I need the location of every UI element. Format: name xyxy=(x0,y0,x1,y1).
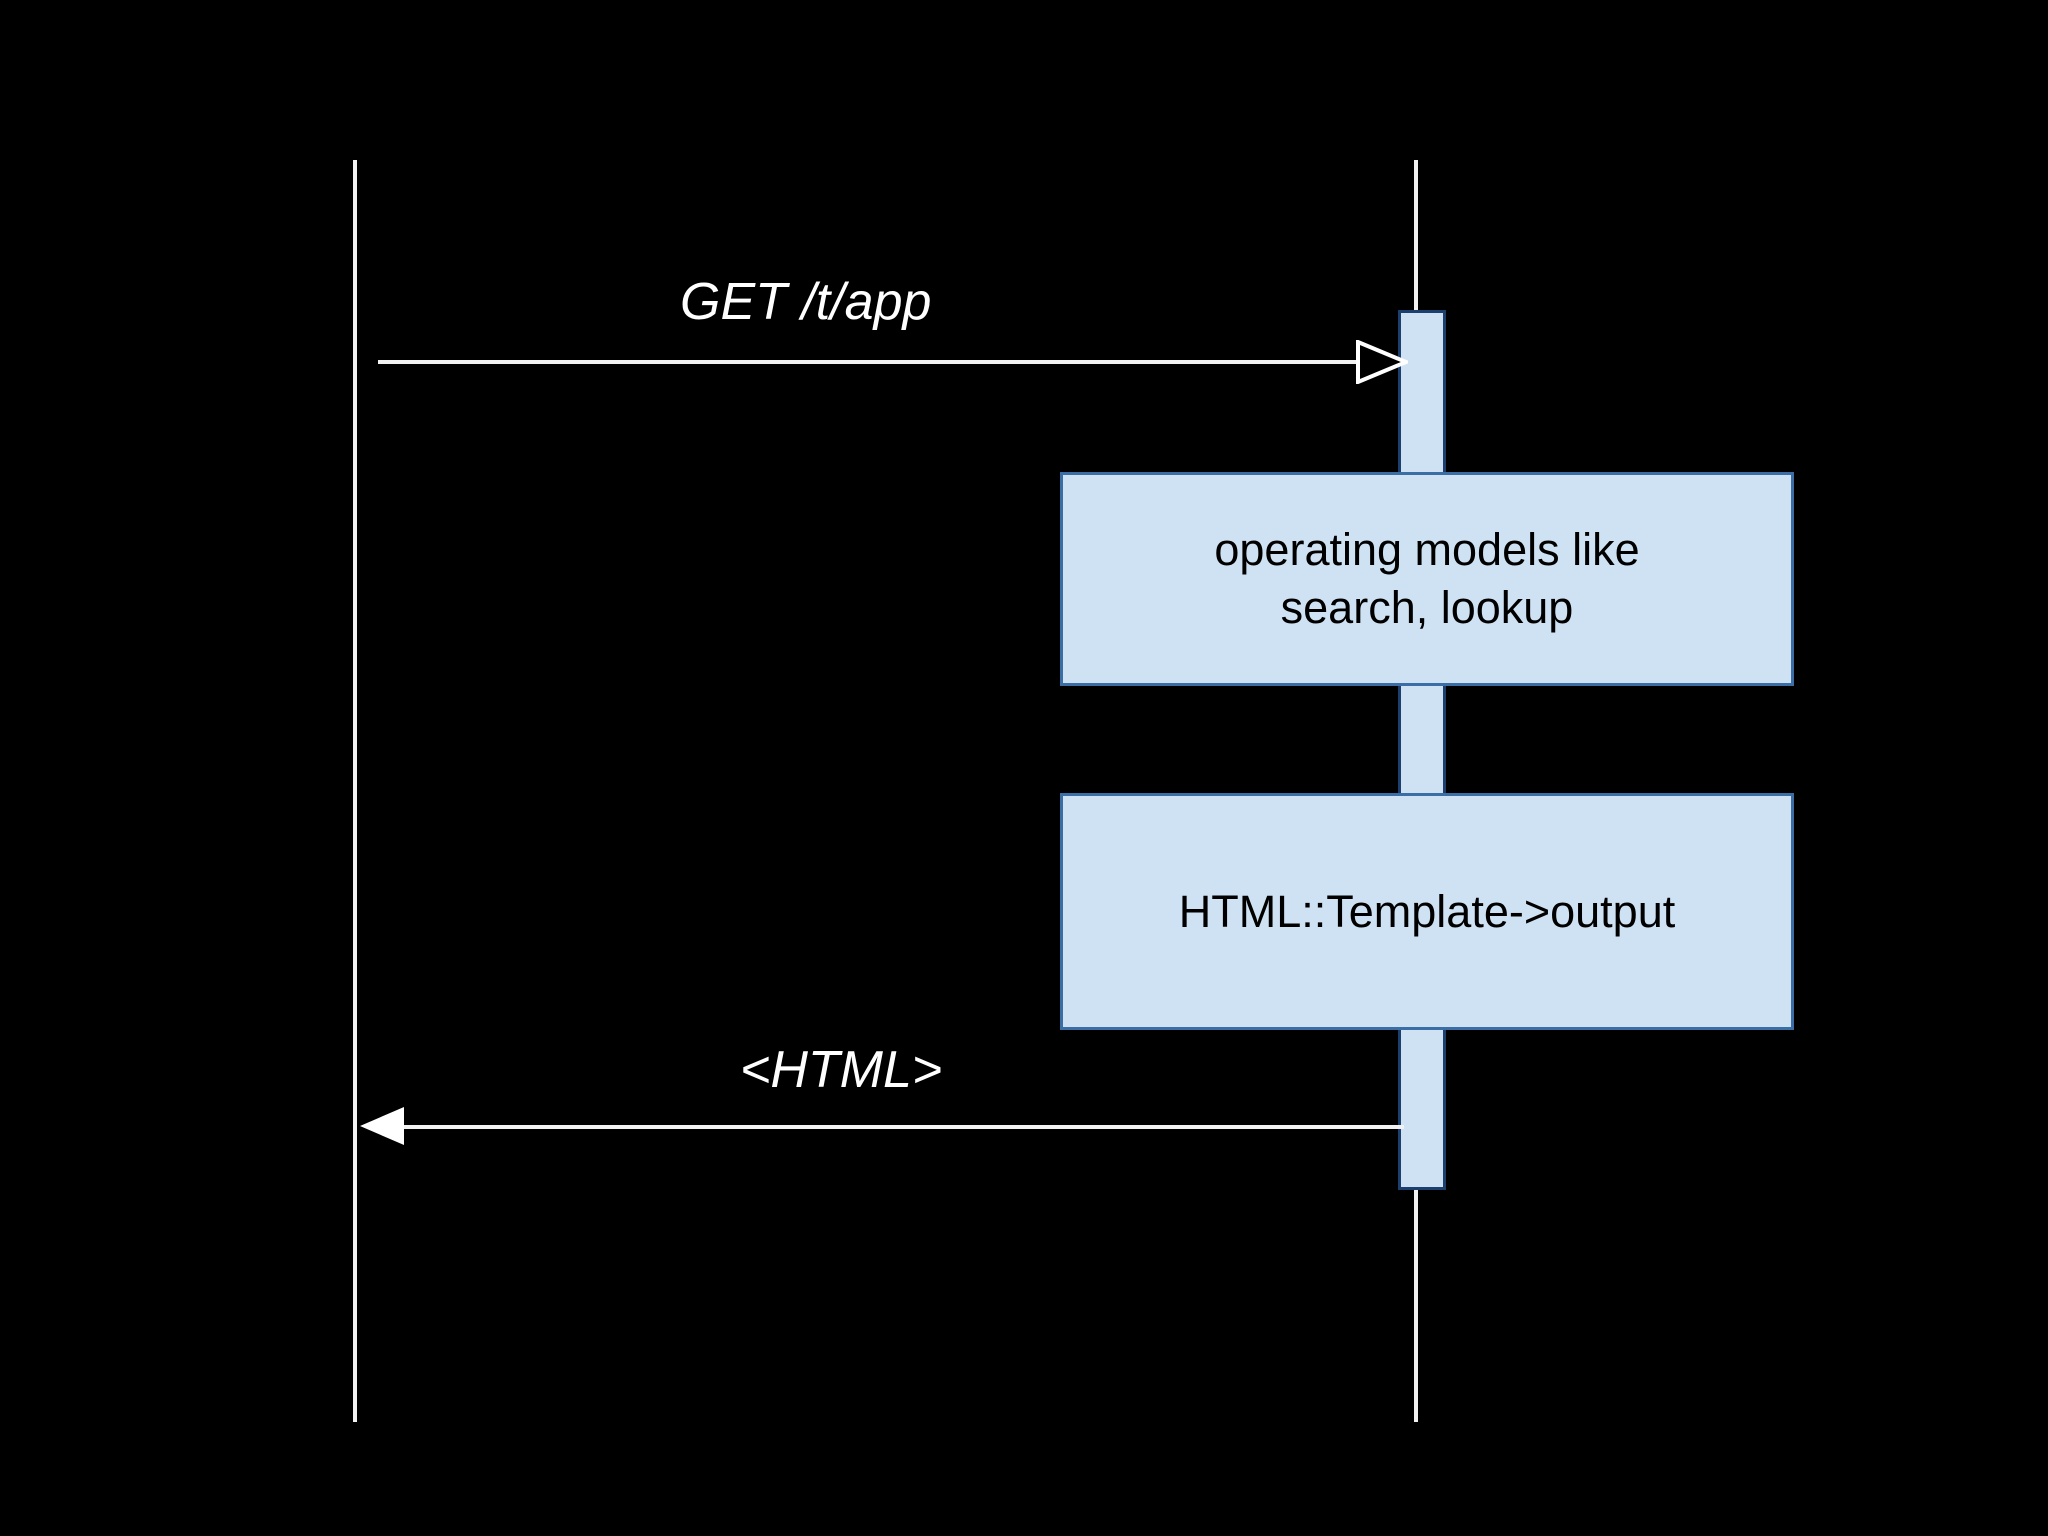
message-request-line xyxy=(378,360,1404,364)
note-template-output-line-1: HTML::Template->output xyxy=(1178,885,1676,937)
arrowhead-right-open-icon xyxy=(1356,339,1412,389)
note-operating-models-line-2: search, lookup xyxy=(1280,582,1574,633)
note-operating-models-text: operating models like search, lookup xyxy=(1214,521,1639,636)
note-operating-models-line-1: operating models like xyxy=(1214,524,1640,576)
activation-bar-server xyxy=(1398,310,1446,1190)
arrowhead-left-filled-icon xyxy=(358,1105,406,1152)
message-response-line xyxy=(372,1125,1404,1129)
message-request-label: GET /t/app xyxy=(680,273,932,331)
note-template-output-text: HTML::Template->output xyxy=(1179,883,1675,941)
lifeline-client xyxy=(353,160,357,1422)
message-response-label: <HTML> xyxy=(740,1041,943,1099)
note-template-output: HTML::Template->output xyxy=(1060,793,1794,1030)
note-operating-models: operating models like search, lookup xyxy=(1060,472,1794,686)
